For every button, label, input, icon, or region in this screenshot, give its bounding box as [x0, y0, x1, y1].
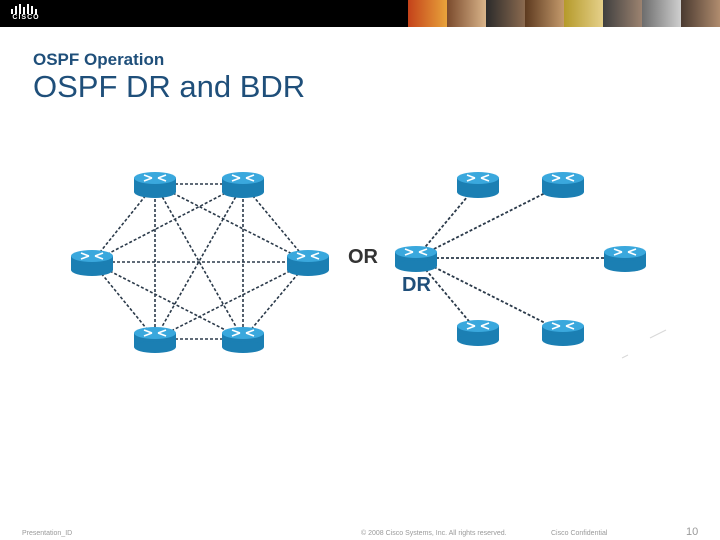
full-mesh-links	[92, 184, 308, 339]
dr-router-icon	[395, 246, 437, 272]
router-icon	[457, 172, 499, 198]
router-icon	[542, 320, 584, 346]
router-icon	[134, 327, 176, 353]
dr-spoke-links	[416, 184, 625, 332]
router-icon	[542, 172, 584, 198]
or-label: OR	[348, 246, 378, 269]
router-icon	[134, 172, 176, 198]
spoke-routers	[395, 172, 646, 346]
decorative-marks	[622, 330, 666, 358]
router-icon	[604, 246, 646, 272]
footer-copyright: © 2008 Cisco Systems, Inc. All rights re…	[361, 530, 507, 537]
dr-label: DR	[402, 274, 431, 297]
router-icon	[71, 250, 113, 276]
footer-presentation-id: Presentation_ID	[22, 530, 72, 537]
router-icon	[287, 250, 329, 276]
footer-confidential: Cisco Confidential	[551, 530, 607, 537]
router-icon	[222, 172, 264, 198]
router-icon	[457, 320, 499, 346]
router-icon	[222, 327, 264, 353]
page-number: 10	[686, 526, 698, 538]
